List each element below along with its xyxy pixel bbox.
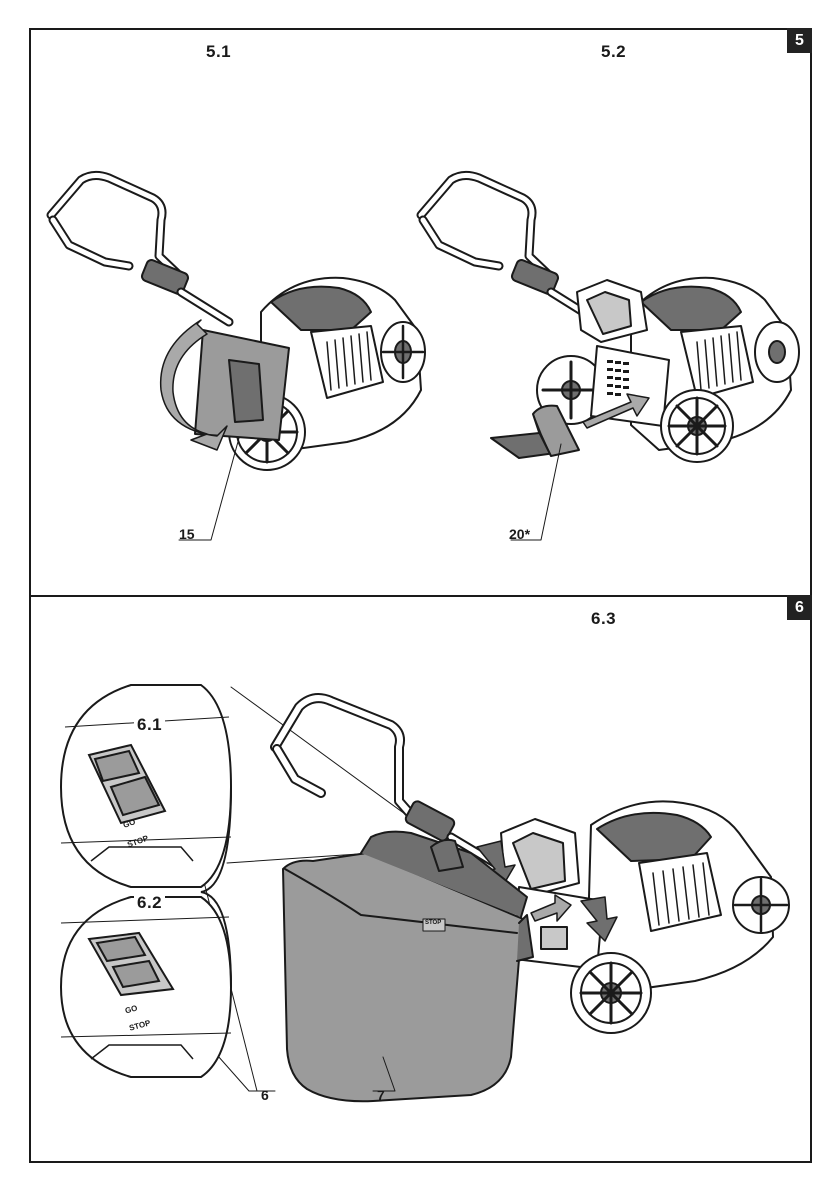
callout-part-20: 20* bbox=[509, 526, 530, 542]
figure-panel-5: 5 5.1 5.2 bbox=[29, 28, 812, 597]
fill-indicator-detail-bubble bbox=[31, 597, 814, 1163]
detail-title-6-1: 6.1 bbox=[134, 715, 165, 735]
mower-illustration-5-2 bbox=[31, 30, 814, 599]
figure-panel-6: 6 6.3 bbox=[29, 597, 812, 1163]
detail-title-6-2: 6.2 bbox=[134, 893, 165, 913]
bag-indicator-plate-text: STOP bbox=[425, 920, 441, 926]
